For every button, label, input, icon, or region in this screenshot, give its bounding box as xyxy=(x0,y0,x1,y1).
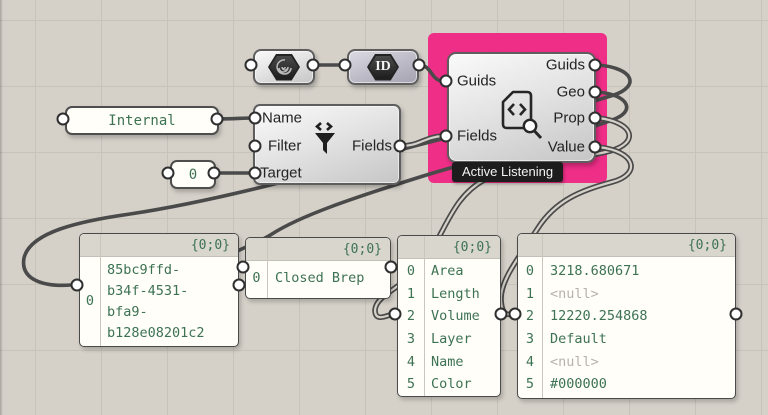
panel-index-divider xyxy=(100,234,101,346)
panel-brep[interactable]: {0;0} 0 Closed Brep xyxy=(245,237,391,299)
funnel-fields-icon xyxy=(313,121,337,166)
internal-text-capsule[interactable]: Internal xyxy=(65,106,219,135)
port-socket[interactable] xyxy=(244,58,258,72)
values-row: 4<null> xyxy=(525,353,599,370)
port-socket[interactable] xyxy=(236,260,250,274)
port-socket[interactable] xyxy=(588,58,602,72)
port-socket[interactable] xyxy=(588,140,602,154)
port-socket[interactable] xyxy=(729,307,743,321)
listener-name-tag: Active Listening xyxy=(452,162,564,182)
port-socket[interactable] xyxy=(508,307,522,321)
port-socket[interactable] xyxy=(412,58,426,72)
port-socket[interactable] xyxy=(56,112,70,126)
port-socket[interactable] xyxy=(232,278,246,292)
panel-index-divider xyxy=(542,234,543,398)
port-socket[interactable] xyxy=(161,166,175,180)
guid-param[interactable]: ID xyxy=(347,49,419,85)
port-socket[interactable] xyxy=(439,129,453,143)
port-socket[interactable] xyxy=(588,85,602,99)
filter-output-fields-label: Fields xyxy=(351,137,392,155)
port-socket[interactable] xyxy=(248,139,262,153)
port-socket[interactable] xyxy=(393,139,407,153)
filter-input-name-label: Name xyxy=(262,109,303,127)
port-socket[interactable] xyxy=(207,166,221,180)
internal-text: Internal xyxy=(108,112,176,129)
id-icon-label: ID xyxy=(375,59,391,74)
document-search-icon xyxy=(501,90,545,147)
guid-panel-index: 0 xyxy=(85,293,95,309)
filter-input-filter-label: Filter xyxy=(268,137,302,155)
panel-index-divider xyxy=(267,238,268,298)
wire-value-out-to-values-panel[interactable] xyxy=(498,144,634,318)
values-row: 5#000000 xyxy=(525,376,607,393)
guid-panel-path: {0;0} xyxy=(80,234,238,257)
listener-output-value-label: Value xyxy=(547,138,585,156)
fields-panel-path: {0;0} xyxy=(398,236,500,259)
port-socket[interactable] xyxy=(338,58,352,72)
listener-output-prop-label: Prop xyxy=(553,109,585,127)
port-socket[interactable] xyxy=(439,74,453,88)
zero-text: 0 xyxy=(188,166,198,183)
panel-index-divider xyxy=(424,236,425,396)
guid-panel-value: 85bc9ffd- b34f-4531- bfa9- b128e08201c2 xyxy=(107,262,205,341)
spiral-hexagon-icon xyxy=(268,53,300,81)
port-socket[interactable] xyxy=(588,111,602,125)
values-row: 1<null> xyxy=(525,285,599,302)
port-socket[interactable] xyxy=(306,58,320,72)
port-socket[interactable] xyxy=(494,307,508,321)
port-socket[interactable] xyxy=(248,166,262,180)
id-hexagon-icon: ID xyxy=(367,53,399,81)
filter-input-target-label: Target xyxy=(260,164,302,182)
panel-guid[interactable]: {0;0} 0 85bc9ffd- b34f-4531- bfa9- b128e… xyxy=(79,233,239,347)
wire-prop-out-to-fields-panel[interactable] xyxy=(372,115,632,321)
listener-output-guids-label: Guids xyxy=(545,56,585,74)
port-socket[interactable] xyxy=(70,278,84,292)
brep-row: 0 Closed Brep xyxy=(252,270,365,287)
port-socket[interactable] xyxy=(248,111,262,125)
port-socket[interactable] xyxy=(384,260,398,274)
brep-panel-path: {0;0} xyxy=(246,238,390,261)
geometry-param[interactable] xyxy=(253,49,315,85)
values-panel-path: {0;0} xyxy=(518,234,735,257)
port-socket[interactable] xyxy=(210,112,224,126)
port-socket[interactable] xyxy=(388,307,402,321)
listener-input-guids-label: Guids xyxy=(457,72,497,90)
listener-output-geo-label: Geo xyxy=(556,83,585,101)
listener-input-fields-label: Fields xyxy=(457,127,498,145)
